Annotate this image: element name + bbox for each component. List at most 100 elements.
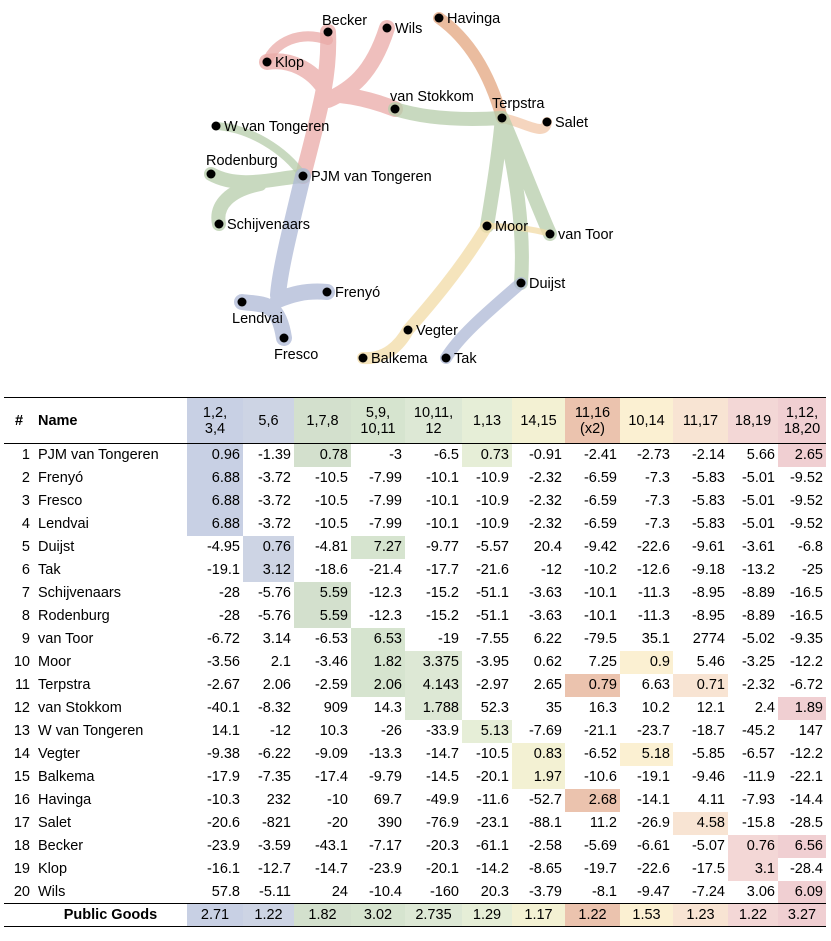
cell-value: -20 (327, 815, 348, 831)
node-label: van Toor (558, 227, 614, 243)
cell-value: 35.1 (641, 631, 670, 647)
node-frenyo: Frenyó (322, 285, 380, 301)
cell-value: -3.59 (257, 838, 291, 854)
node-lendvai: Lendvai (232, 297, 283, 327)
cell-value: 0.73 (462, 443, 512, 467)
cell-value: -3.72 (257, 516, 291, 532)
cell-value: -18.6 (314, 562, 348, 578)
public-goods-value: 1.22 (243, 903, 294, 927)
cell-value: 35 (545, 700, 562, 716)
cell-value: -6.8 (798, 539, 823, 555)
row-name: Balkema (38, 769, 95, 785)
cell-value: -22.1 (789, 769, 823, 785)
cell-value: -28.5 (789, 815, 823, 831)
cell-value: 0.83 (512, 742, 565, 766)
cell-value: -10.9 (475, 493, 509, 509)
node-dot (516, 278, 526, 288)
cell-value: -5.85 (691, 746, 725, 762)
row-name: Frenyó (38, 470, 84, 486)
header-col-10: 11,17 (673, 397, 728, 444)
node-dot (214, 219, 224, 229)
row-number: 20 (13, 883, 30, 900)
cell-value: 390 (377, 815, 402, 831)
cell-value: -23.7 (636, 723, 670, 739)
cell-value: -10.1 (583, 585, 617, 601)
header-col-line1: 5,9, (365, 404, 391, 421)
cell-value: -7.3 (645, 516, 670, 532)
cell-value: -15.2 (425, 585, 459, 601)
node-dot (279, 333, 289, 343)
public-goods-value: 1.17 (512, 903, 565, 927)
network-edges (204, 12, 557, 365)
cell-value: -3.63 (528, 585, 562, 601)
cell-value: -10.5 (314, 493, 348, 509)
cell-value: -160 (429, 883, 459, 900)
cell-value: 10.2 (641, 700, 670, 716)
cell-value: -45.2 (741, 723, 775, 739)
cell-value: -10.5 (314, 470, 348, 486)
cell-value: -10.1 (425, 493, 459, 509)
cell-value: -14.5 (425, 769, 459, 785)
row-number: 6 (21, 562, 30, 578)
cell-value: -12.2 (789, 746, 823, 762)
header-col-line1: 11,17 (682, 412, 719, 429)
header-col-line2: 18,20 (783, 420, 821, 437)
cell-value: -6.52 (583, 746, 617, 762)
cell-value: -9.52 (789, 470, 823, 486)
node-label: Tak (454, 351, 477, 367)
node-duijst: Duijst (516, 276, 565, 292)
node-rodenburg: Rodenburg (206, 153, 278, 179)
cell-value: 2.65 (533, 677, 562, 693)
edge-blue-7 (234, 168, 335, 346)
cell-value: 52.3 (480, 700, 509, 716)
cell-value: -26.9 (636, 815, 670, 831)
node-moor: Moor (482, 219, 528, 235)
cell-value: -7.3 (645, 470, 670, 486)
row-number: 9 (21, 631, 30, 647)
cell-value: -5.01 (741, 470, 775, 486)
cell-value: -43.1 (314, 838, 348, 854)
cell-value: 0.76 (728, 834, 778, 858)
node-label: Balkema (371, 351, 428, 367)
public-goods-value: 1.22 (728, 903, 778, 927)
cell-value: -7.55 (475, 631, 509, 647)
cell-value: -8.89 (741, 608, 775, 624)
cell-value: 20.4 (533, 539, 562, 555)
cell-value: -9.18 (691, 562, 725, 578)
cell-value: -21.1 (583, 723, 617, 739)
cell-value: 2.06 (262, 677, 291, 693)
node-label: Havinga (447, 11, 501, 27)
cell-value: 0.96 (187, 443, 243, 467)
cell-value: -10 (327, 792, 348, 808)
cell-value: 2774 (692, 631, 725, 647)
cell-value: -10.1 (425, 516, 459, 532)
row-name: Becker (38, 838, 84, 854)
cell-value: -61.1 (475, 838, 509, 854)
row-number: 18 (13, 838, 30, 854)
cell-value: -10.2 (583, 562, 617, 578)
cell-value: -21.6 (475, 562, 509, 578)
cell-value: -5.83 (691, 470, 725, 486)
cell-value: 16.3 (588, 700, 617, 716)
cell-value: -9.52 (789, 493, 823, 509)
cell-value: -10.9 (475, 470, 509, 486)
node-label: Vegter (416, 323, 458, 339)
node-balkema: Balkema (358, 351, 428, 367)
row-name: Vegter (38, 746, 80, 762)
cell-value: -5.69 (583, 838, 617, 854)
cell-value: 6.56 (778, 834, 826, 858)
cell-value: 5.59 (294, 581, 351, 605)
cell-value: 14.3 (373, 700, 402, 716)
cell-value: -11.6 (477, 792, 509, 808)
row-number: 4 (21, 516, 30, 532)
node-dot (322, 287, 332, 297)
cell-value: 0.62 (533, 654, 562, 670)
cell-value: 3.1 (728, 857, 778, 881)
node-vanstokkom: van Stokkom (390, 89, 474, 114)
